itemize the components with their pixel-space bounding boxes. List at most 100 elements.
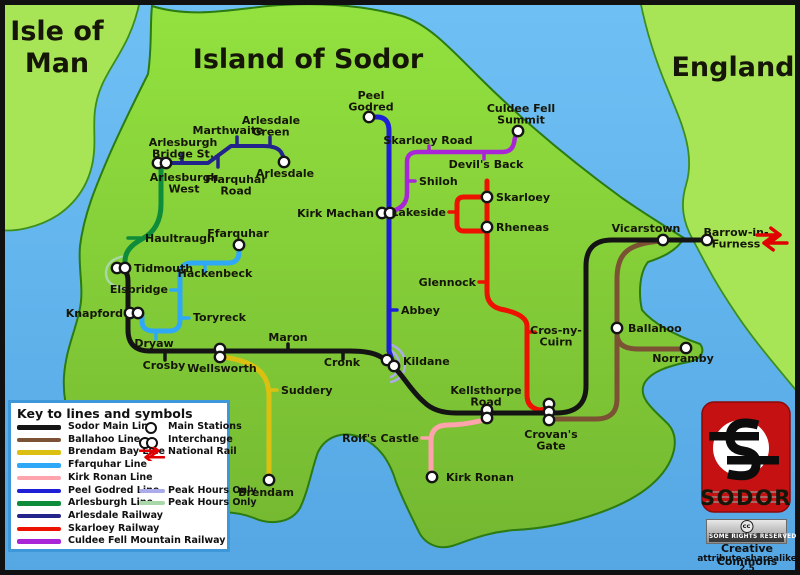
label-barrow-in-furness: Barrow-in-Furness (703, 226, 768, 251)
logo-track-lines (706, 491, 786, 503)
legend-line-label: Sodor Main Line (68, 421, 155, 432)
station-skarloey (480, 190, 494, 204)
station-barrow-in-furness (700, 233, 714, 247)
legend-interchange-icon (139, 434, 169, 453)
legend-symbol-label: National Rail (168, 446, 237, 458)
station-wellsworth (213, 350, 227, 364)
cc-license-version: attribute-sharealike 2.5 (697, 554, 797, 574)
isle-of-man-land (0, 0, 141, 232)
creative-commons-badge: cc SOME RIGHTS RESERVED (706, 519, 797, 544)
label-norramby: Norramby (652, 352, 714, 365)
legend-symbol-label: Interchange (168, 433, 233, 445)
label-marthwaite: Marthwaite (193, 124, 264, 137)
legend-peak-swatch (139, 501, 165, 506)
region-label-england: England (671, 52, 794, 83)
label-devils-back: Devil's Back (449, 158, 524, 171)
station-arlesburgh-west (159, 156, 173, 170)
label-tidmouth: Tidmouth (134, 262, 193, 275)
label-brendam: Brendam (238, 486, 294, 499)
station-kirk-ronan (425, 470, 439, 484)
line-arlesburgh-line (122, 164, 164, 267)
station-kirk-machan (383, 206, 397, 220)
legend-line-swatch (17, 539, 61, 544)
label-knapford: Knapford (66, 307, 123, 320)
label-crosby: Crosby (143, 359, 186, 372)
legend-line-label: Ffarquhar Line (68, 459, 147, 471)
station-knapford (131, 306, 145, 320)
label-ffarquhar: Ffarquhar (207, 227, 269, 240)
line-peel-godred-line (369, 114, 395, 363)
legend-line-label: Skarloey Railway (68, 522, 160, 534)
legend-line-label: Arlesburgh Line (68, 497, 154, 509)
legend-national-rail-icon (138, 443, 166, 465)
station-ballahoo (610, 321, 624, 335)
label-hackenbeck: Hackenbeck (178, 267, 253, 280)
station-kildane (387, 359, 401, 373)
label-toryreck: Toryreck (193, 311, 247, 324)
label-elsbridge: Elsbridge (110, 283, 168, 296)
label-abbey: Abbey (401, 304, 440, 317)
station-vicarstown (656, 233, 670, 247)
label-glennock: Glennock (419, 276, 477, 289)
label-cronk: Cronk (324, 356, 361, 369)
cc-rights-strip: SOME RIGHTS RESERVED (709, 533, 797, 542)
national-rail-icon (755, 226, 789, 252)
england-land (639, 0, 800, 397)
line-culdee-fell-mountain-railway (385, 129, 520, 215)
cc-icon: cc (740, 520, 753, 533)
label-skarloey: Skarloey (496, 191, 550, 204)
station-crovans-gate (542, 413, 556, 427)
label-rheneas: Rheneas (496, 221, 549, 234)
legend-line-swatch (17, 501, 61, 506)
label-rolfs-castle: Rolf's Castle (342, 432, 419, 445)
station-peel-godred (362, 110, 376, 124)
legend-line-swatch (17, 488, 61, 493)
legend-peak-label: Peak Hours Only (168, 497, 257, 509)
label-cros-ny-cuirn: Cros-ny-Cuirn (530, 324, 582, 349)
label-dryaw: Dryaw (134, 337, 173, 350)
label-suddery: Suddery (281, 384, 333, 397)
label-skarloey-road: Skarloey Road (383, 134, 472, 147)
station-brendam (262, 473, 276, 487)
label-kirk-machan: Kirk Machan (297, 207, 374, 220)
line-brendam-bay-line (220, 354, 272, 480)
line-ballahoo-line (614, 331, 689, 352)
line-arlesdale-railway (160, 144, 286, 165)
legend-line-label: Ballahoo Line (68, 433, 141, 445)
label-vicarstown: Vicarstown (612, 222, 681, 235)
legend-symbol-label: Main Stations (168, 421, 242, 432)
legend-title: Key to lines and symbols (17, 406, 193, 421)
label-haultraugh: Haultraugh (145, 232, 215, 245)
logo-wordmark: SODOR (701, 486, 792, 510)
station-arlesdale (277, 155, 291, 169)
legend-line-swatch (17, 425, 61, 430)
line-sodor-main-line (118, 237, 710, 416)
legend-box: Key to lines and symbols Sodor Main Line… (8, 400, 257, 552)
label-maron: Maron (268, 331, 307, 344)
label-kildane: Kildane (403, 355, 450, 368)
legend-line-label: Peel Godred Line (68, 484, 160, 496)
line-ffarquhar-line (139, 246, 242, 334)
label-shiloh: Shiloh (419, 175, 458, 188)
label-lakeside: Lakeside (391, 206, 446, 219)
region-label-island-of-sodor: Island of Sodor (193, 44, 424, 75)
station-tidmouth (118, 261, 132, 275)
legend-peak-label: Peak Hours Only (168, 484, 257, 496)
label-wellsworth: Wellsworth (187, 362, 257, 375)
legend-line-swatch (17, 463, 61, 468)
station-norramby (679, 341, 693, 355)
station-culdee-fell-summit (511, 124, 525, 138)
line-skarloey-railway (484, 178, 549, 413)
legend-line-swatch (17, 475, 61, 481)
station-rheneas (480, 220, 494, 234)
label-arlesdale: Arlesdale (256, 167, 314, 180)
sodor-railway-logo: SODOR (701, 401, 792, 513)
